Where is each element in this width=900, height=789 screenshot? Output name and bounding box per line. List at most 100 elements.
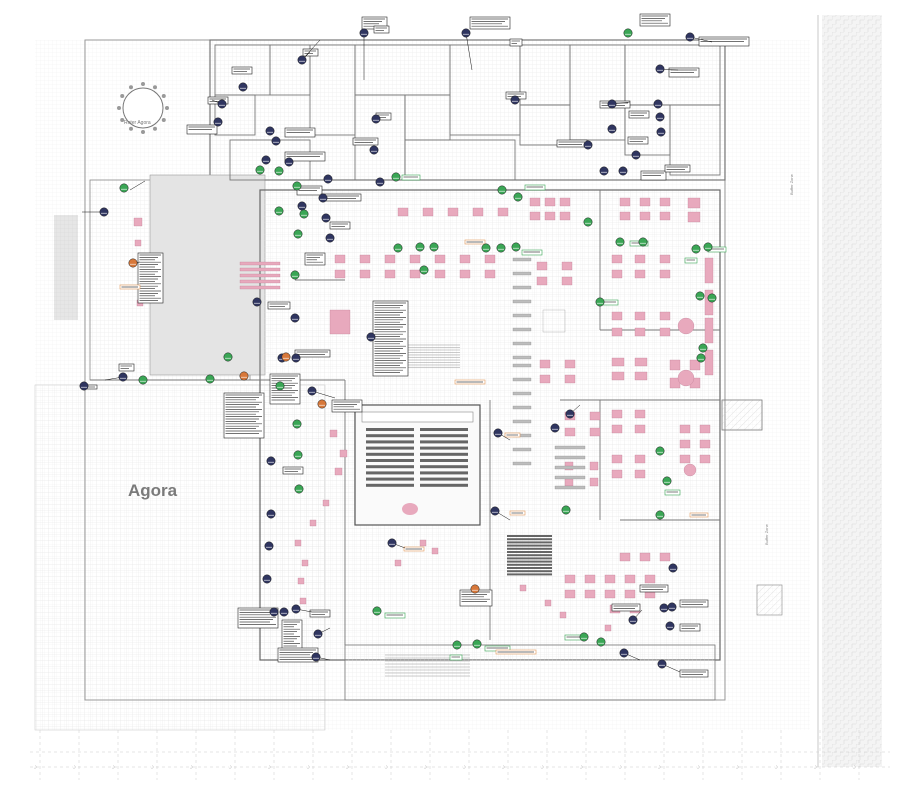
marker-dot: [429, 242, 439, 252]
reference-grid-lines: [30, 730, 890, 780]
stage-podium: [402, 503, 418, 515]
camera-viewpoint-icon: [618, 166, 628, 176]
marker-dot: [496, 243, 506, 253]
table: [589, 411, 601, 421]
table: [634, 409, 646, 419]
table: [459, 254, 471, 264]
seat-row: [420, 471, 468, 475]
camera-viewpoint-icon: [668, 563, 678, 573]
marker-dot: [313, 629, 323, 639]
marker-dot: [668, 563, 678, 573]
chair: [141, 130, 145, 134]
marker-dot: [662, 476, 672, 486]
table: [539, 374, 551, 384]
seat-row: [507, 570, 552, 573]
camera-viewpoint-icon: [583, 217, 593, 227]
marker-dot: [472, 639, 482, 649]
desk: [512, 447, 532, 452]
table: [134, 239, 142, 247]
table: [484, 254, 496, 264]
annotation-box: [611, 603, 641, 612]
marker-dot: [239, 371, 249, 381]
marker-dot: [618, 166, 628, 176]
marker-dot: [493, 428, 503, 438]
buffer-zone-label-bottom: Buffer Zone: [764, 523, 769, 545]
camera-viewpoint-icon: [294, 484, 304, 494]
marker-dot: [128, 258, 138, 268]
camera-viewpoint-icon: [583, 140, 593, 150]
marker-dot: [369, 145, 379, 155]
camera-viewpoint-icon: [292, 419, 302, 429]
camera-viewpoint-icon: [307, 386, 317, 396]
table: [239, 273, 281, 278]
marker-dot: [607, 99, 617, 109]
camera-viewpoint-icon: [293, 450, 303, 460]
desk: [512, 391, 532, 396]
camera-viewpoint-icon: [595, 297, 605, 307]
table: [564, 374, 576, 384]
table: [561, 261, 573, 271]
table: [704, 317, 714, 344]
camera-viewpoint-icon: [264, 541, 274, 551]
table: [669, 359, 681, 371]
grid-axis-marker: [462, 765, 466, 769]
grid-axis-marker: [189, 765, 193, 769]
table: [634, 357, 648, 367]
camera-viewpoint-icon: [119, 183, 129, 193]
table: [559, 611, 567, 619]
table: [659, 254, 671, 264]
marker-dot: [293, 229, 303, 239]
table: [659, 552, 671, 562]
table: [659, 197, 671, 207]
camera-viewpoint-icon: [695, 291, 705, 301]
marker-dot: [266, 509, 276, 519]
camera-viewpoint-icon: [128, 258, 138, 268]
camera-viewpoint-icon: [79, 381, 89, 391]
table: [611, 371, 625, 381]
stairs: [54, 215, 470, 677]
annotation-box: [269, 373, 301, 405]
annotation-box: [679, 599, 709, 608]
table: [519, 584, 527, 592]
seat-row: [420, 459, 468, 462]
table: [322, 499, 330, 507]
marker-dot: [659, 603, 669, 613]
seat-row: [420, 446, 468, 450]
table: [409, 269, 421, 279]
camera-viewpoint-icon: [266, 509, 276, 519]
table: [564, 574, 576, 584]
table: [434, 254, 446, 264]
table: [644, 574, 656, 584]
marker-dot: [375, 177, 385, 187]
camera-viewpoint-icon: [656, 127, 666, 137]
table: [659, 211, 671, 221]
table: [704, 257, 714, 284]
camera-viewpoint-icon: [470, 584, 480, 594]
table: [459, 269, 471, 279]
room: [214, 94, 256, 136]
table: [611, 357, 625, 367]
camera-viewpoint-icon: [565, 409, 575, 419]
camera-viewpoint-icon: [607, 99, 617, 109]
marker-dot: [297, 55, 307, 65]
table: [679, 454, 691, 464]
annotation-box: [282, 466, 304, 475]
desk: [554, 445, 586, 450]
desk: [512, 405, 532, 410]
grid-axis-marker: [72, 765, 76, 769]
marker-dot: [391, 172, 401, 182]
annotation-box: [664, 489, 681, 496]
camera-viewpoint-icon: [387, 538, 397, 548]
table: [679, 424, 691, 434]
camera-viewpoint-icon: [262, 574, 272, 584]
marker-dot: [317, 399, 327, 409]
annotation-box: [401, 174, 421, 181]
grid-axis-marker: [267, 765, 271, 769]
marker-dot: [279, 607, 289, 617]
seat-row: [366, 452, 414, 456]
annotation-box: [237, 607, 279, 629]
camera-viewpoint-icon: [655, 446, 665, 456]
marker-dot: [452, 640, 462, 650]
marker-dot: [205, 374, 215, 384]
marker-dot: [470, 584, 480, 594]
